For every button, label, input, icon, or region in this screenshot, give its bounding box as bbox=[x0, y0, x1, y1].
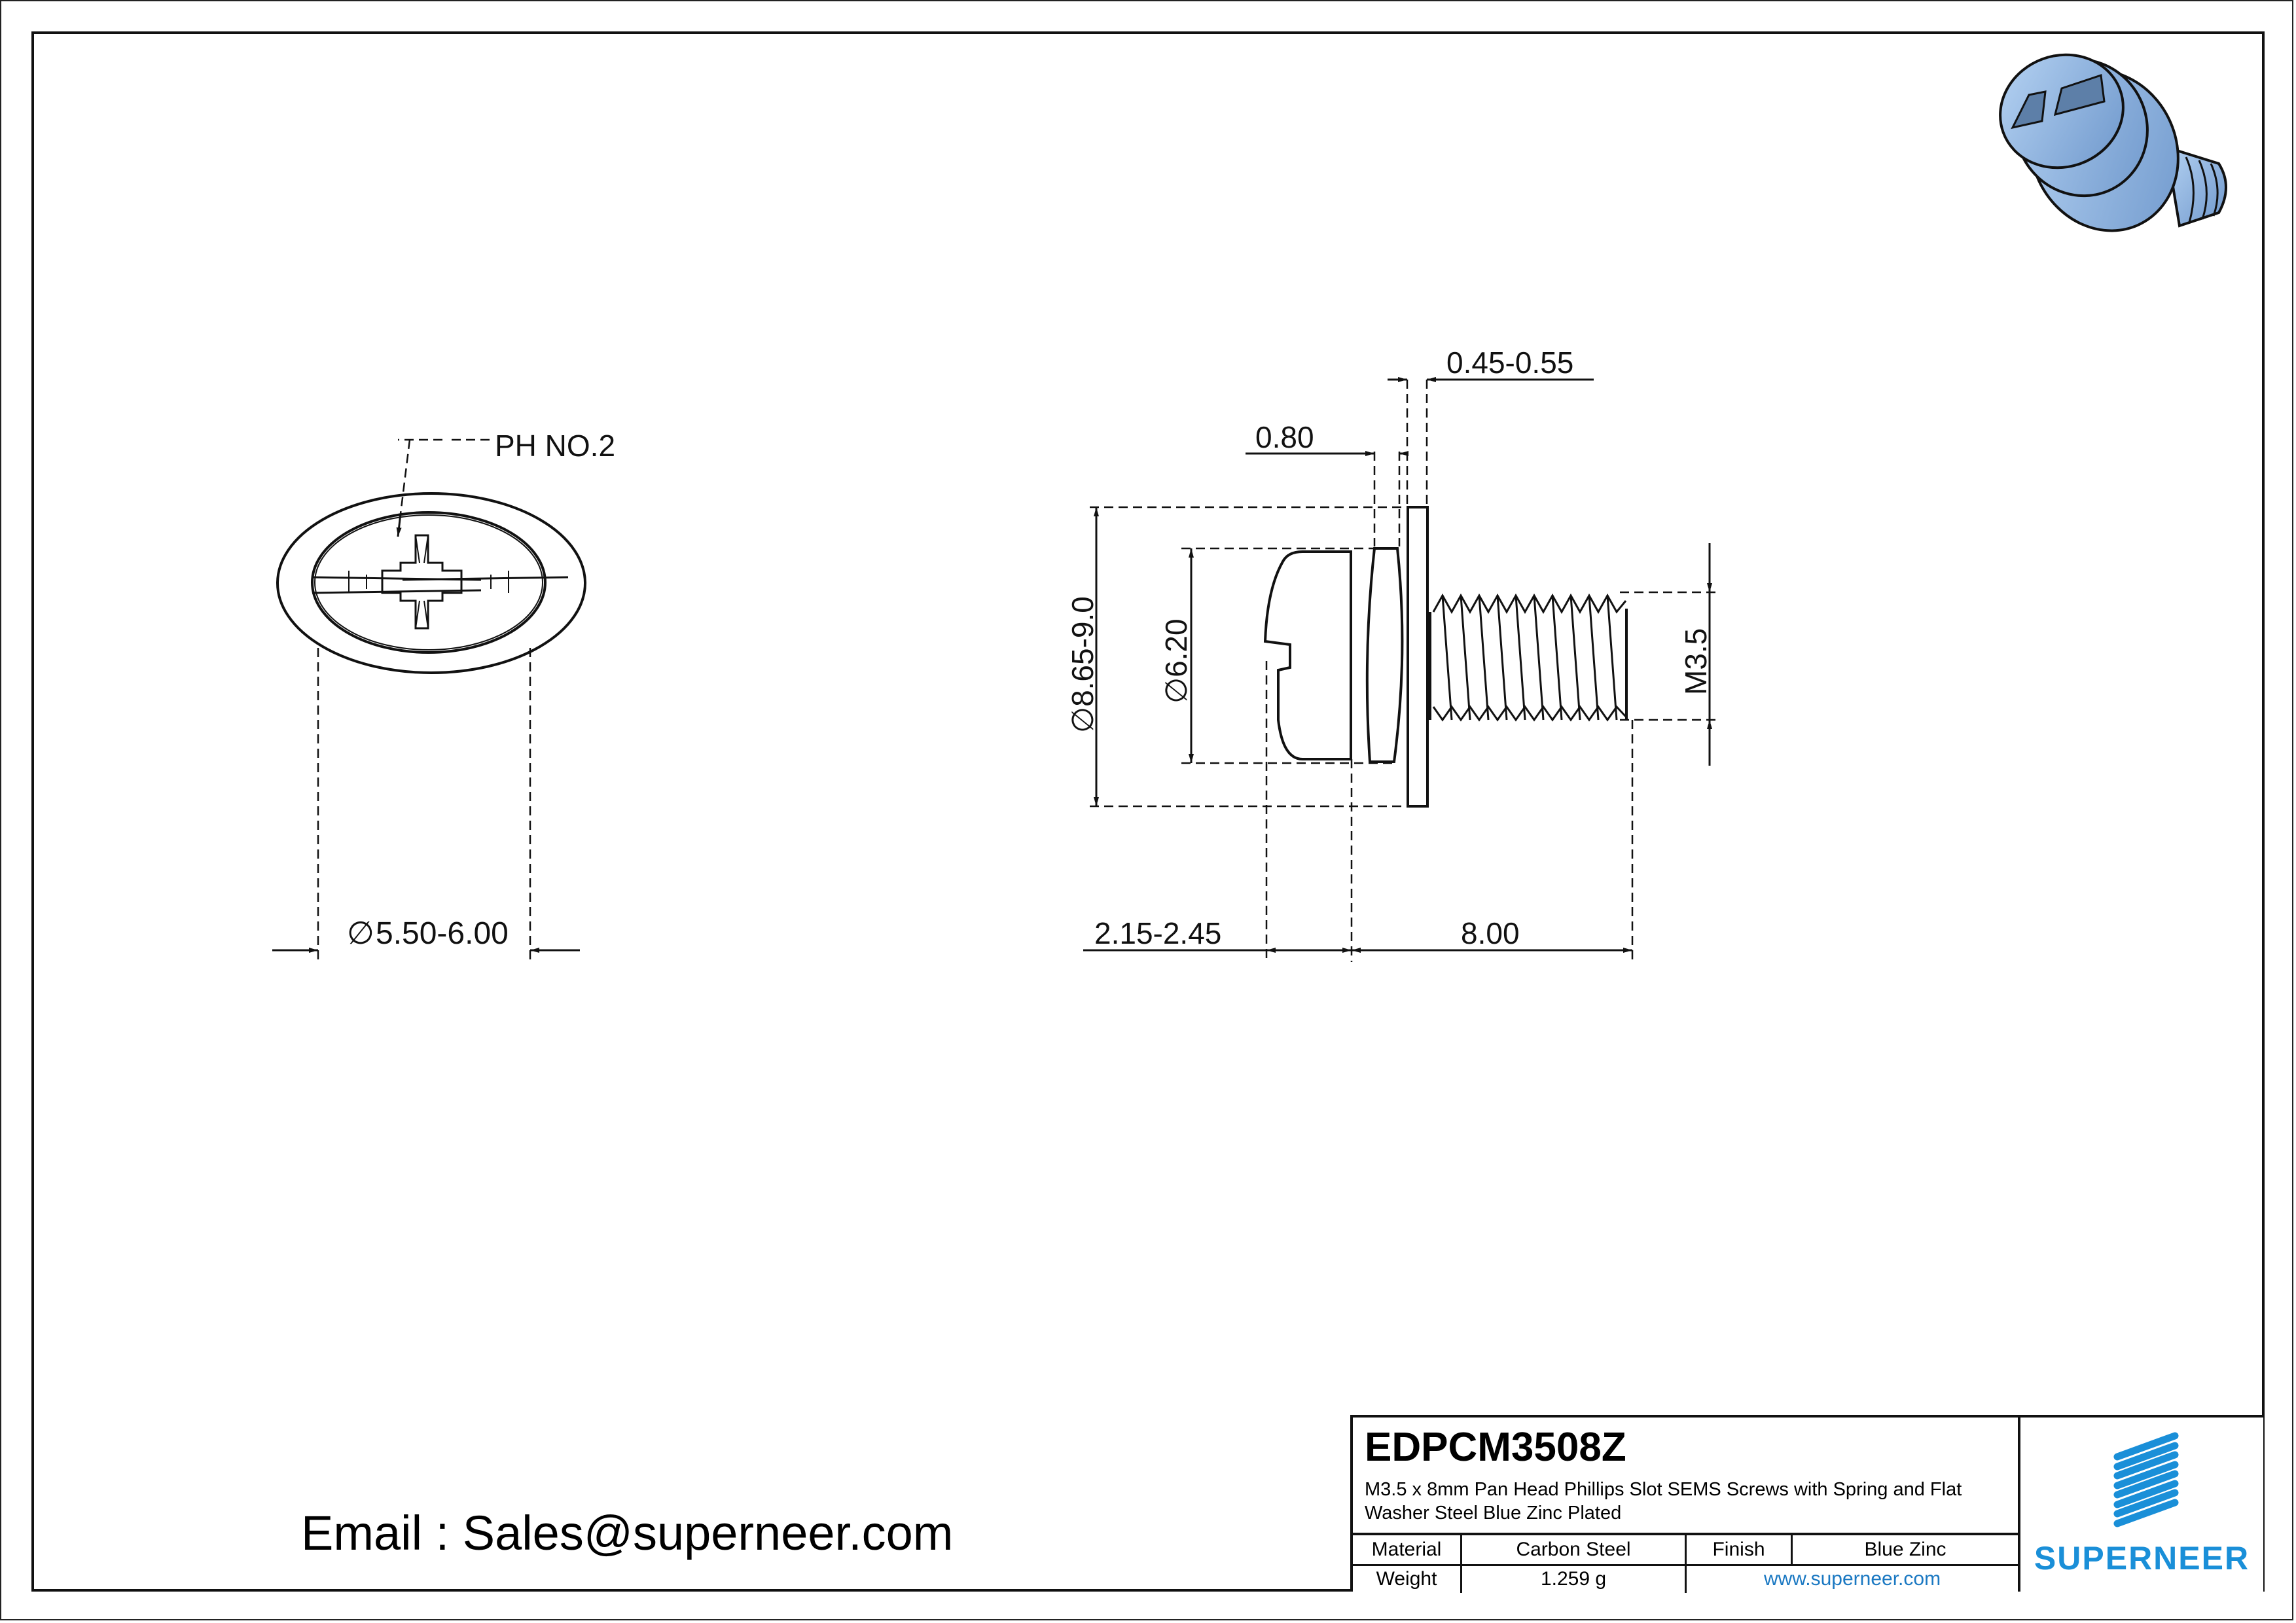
thread-profile bbox=[1432, 593, 1627, 722]
material-label: Material bbox=[1353, 1535, 1462, 1564]
ph-callout-label: PH NO.2 bbox=[495, 429, 615, 463]
stripes-logo-icon bbox=[2113, 1432, 2179, 1527]
drawing-border bbox=[31, 31, 2265, 1592]
finish-value: Blue Zinc bbox=[1864, 1539, 1946, 1560]
side-view bbox=[1263, 506, 1628, 808]
isometric-part-view bbox=[1999, 53, 2227, 232]
front-diameter-symbol: ∅ bbox=[347, 916, 374, 951]
head-diameter-dim: ∅6.20 bbox=[1159, 618, 1193, 704]
washer-diameter-dim: ∅8.65-9.0 bbox=[1066, 596, 1100, 733]
weight-label: Weight bbox=[1353, 1565, 1462, 1593]
material-value: Carbon Steel bbox=[1462, 1535, 1687, 1564]
table-row: Weight 1.259 g www.superneer.com bbox=[1353, 1565, 2018, 1593]
table-row: Material Carbon Steel Finish Blue Zinc bbox=[1353, 1535, 2018, 1566]
finish-label: Finish bbox=[1687, 1535, 1793, 1564]
front-diameter-dim: 5.50-6.00 bbox=[376, 916, 509, 951]
spring-washer-thickness-dim: 0.80 bbox=[1255, 420, 1314, 454]
website-link[interactable]: www.superneer.com bbox=[1763, 1567, 1941, 1590]
part-description: M3.5 x 8mm Pan Head Phillips Slot SEMS S… bbox=[1365, 1479, 1962, 1524]
title-block-main: EDPCM3508Z M3.5 x 8mm Pan Head Phillips … bbox=[1353, 1418, 2020, 1593]
weight-value: 1.259 g bbox=[1462, 1565, 1687, 1593]
properties-table: Material Carbon Steel Finish Blue Zinc W… bbox=[1353, 1533, 2018, 1593]
part-number: EDPCM3508Z bbox=[1365, 1425, 1626, 1470]
thread-size-dim: M3.5 bbox=[1679, 628, 1713, 695]
brand-name: SUPERNEER bbox=[2034, 1540, 2250, 1577]
front-view bbox=[276, 492, 586, 674]
length-dim: 8.00 bbox=[1461, 916, 1520, 950]
brand-logo: SUPERNEER bbox=[2020, 1418, 2263, 1592]
sales-email[interactable]: Email : Sales@superneer.com bbox=[301, 1506, 954, 1560]
head-height-dim: 2.15-2.45 bbox=[1094, 916, 1221, 950]
title-block: EDPCM3508Z M3.5 x 8mm Pan Head Phillips … bbox=[1350, 1415, 2263, 1593]
ph-callout-leader bbox=[398, 438, 495, 514]
washer-thickness-dim: 0.45-0.55 bbox=[1446, 346, 1573, 380]
